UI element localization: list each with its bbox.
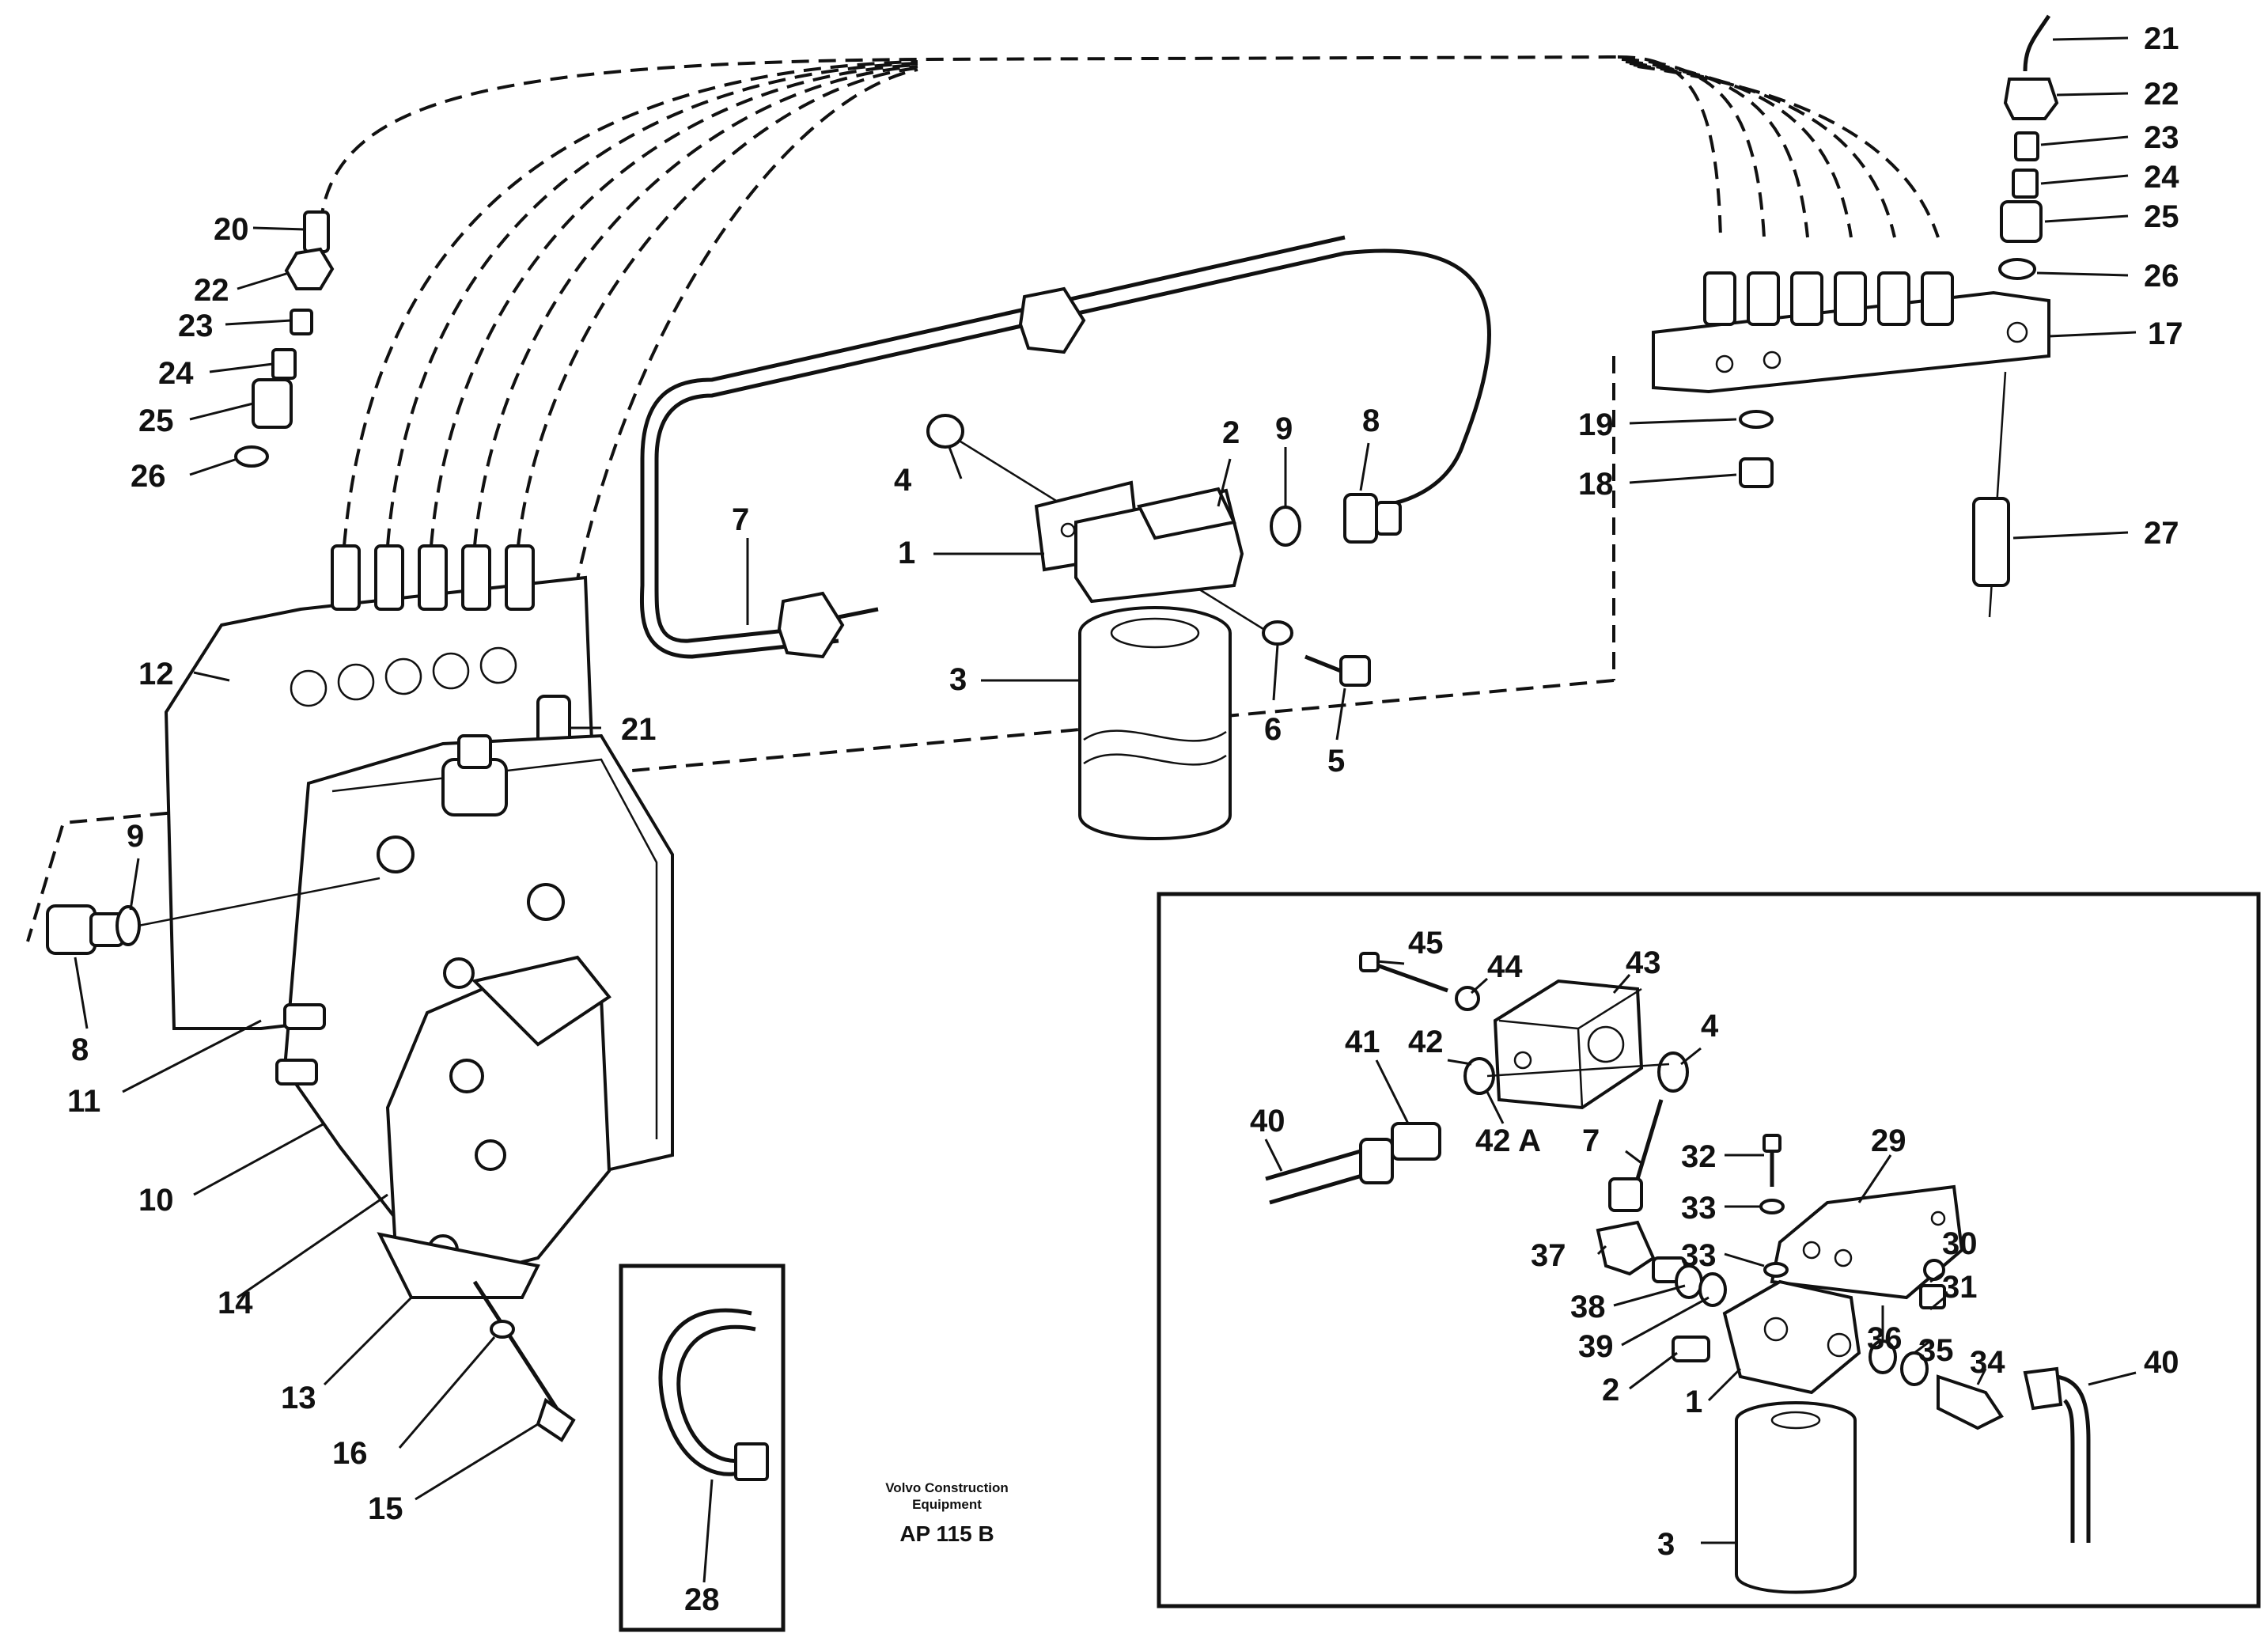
label-4: 4	[894, 463, 912, 498]
label-4-inset: 4	[1701, 1009, 1719, 1044]
label-38: 38	[1570, 1290, 1606, 1324]
label-24-left: 24	[158, 356, 194, 391]
label-32: 32	[1681, 1139, 1717, 1174]
label-28: 28	[684, 1582, 720, 1617]
label-22-right: 22	[2144, 77, 2179, 112]
label-10: 10	[138, 1183, 174, 1218]
caption-code: AP 115 B	[899, 1521, 994, 1546]
label-39: 39	[1578, 1329, 1614, 1364]
label-18: 18	[1578, 467, 1614, 502]
label-33-top: 33	[1681, 1191, 1717, 1226]
label-23-right: 23	[2144, 120, 2179, 155]
label-2-inset: 2	[1602, 1373, 1619, 1408]
leader-lines	[74, 36, 2137, 1583]
fuel-pipe	[639, 235, 1491, 659]
label-7-inset: 7	[1582, 1123, 1600, 1158]
caption-line2: Equipment	[912, 1497, 982, 1512]
label-43: 43	[1626, 945, 1661, 980]
filter-assembly-center	[926, 414, 1402, 840]
fitting-stack-left	[234, 210, 335, 468]
label-30: 30	[1942, 1226, 1978, 1261]
label-26-left: 26	[131, 459, 166, 494]
label-37: 37	[1531, 1238, 1566, 1273]
label-25-left: 25	[138, 404, 174, 438]
label-3: 3	[949, 662, 967, 697]
label-13: 13	[281, 1381, 316, 1415]
label-23-left: 23	[178, 309, 214, 343]
label-3-inset: 3	[1657, 1527, 1675, 1562]
label-42a: 42 A	[1475, 1123, 1541, 1158]
label-14: 14	[218, 1286, 253, 1320]
caption-line1: Volvo Construction	[885, 1480, 1009, 1495]
variant-inset	[1157, 892, 2261, 1608]
label-25-right: 25	[2144, 199, 2179, 234]
fitting-stack-right	[1998, 14, 2059, 280]
label-22-left: 22	[194, 273, 229, 308]
label-27: 27	[2144, 516, 2179, 551]
label-33-bottom: 33	[1681, 1238, 1717, 1273]
label-5: 5	[1327, 744, 1345, 779]
label-45: 45	[1408, 926, 1444, 960]
label-31: 31	[1942, 1270, 1978, 1305]
injection-pump	[164, 544, 674, 1442]
label-26-right: 26	[2144, 259, 2179, 294]
label-2: 2	[1222, 415, 1240, 450]
label-44: 44	[1487, 949, 1523, 984]
label-40-right: 40	[2144, 1345, 2179, 1380]
label-9-left: 9	[127, 819, 144, 854]
label-24-right: 24	[2144, 160, 2179, 195]
caption: Volvo Construction Equipment AP 115 B	[885, 1480, 1009, 1546]
label-42: 42	[1408, 1025, 1444, 1059]
label-40-left: 40	[1250, 1104, 1285, 1139]
clip-inset	[619, 1264, 786, 1632]
label-8-left: 8	[71, 1032, 89, 1067]
label-19: 19	[1578, 407, 1614, 442]
part-labels: 20 22 23 24 25 26 12 21 9 8 11 10 14 13 …	[67, 21, 2183, 1617]
label-34: 34	[1970, 1345, 2005, 1380]
label-41: 41	[1345, 1025, 1380, 1059]
label-29: 29	[1871, 1123, 1906, 1158]
label-20: 20	[214, 212, 249, 247]
label-6: 6	[1264, 712, 1282, 747]
label-1-inset: 1	[1685, 1385, 1702, 1419]
label-35: 35	[1918, 1333, 1954, 1368]
label-17: 17	[2148, 316, 2183, 351]
label-7: 7	[732, 502, 749, 537]
label-16: 16	[332, 1436, 368, 1471]
return-rail-right	[1652, 271, 2050, 618]
label-12: 12	[138, 657, 174, 691]
label-1: 1	[898, 536, 915, 570]
label-36: 36	[1867, 1321, 1903, 1356]
label-21-right: 21	[2144, 21, 2179, 56]
label-8-center: 8	[1362, 404, 1380, 438]
label-9-center: 9	[1275, 411, 1293, 446]
label-11: 11	[67, 1084, 100, 1119]
banjo-fitting-left	[46, 877, 381, 955]
injection-lines-dashed	[26, 55, 1940, 942]
label-15: 15	[368, 1491, 403, 1526]
label-21-left: 21	[621, 712, 657, 747]
